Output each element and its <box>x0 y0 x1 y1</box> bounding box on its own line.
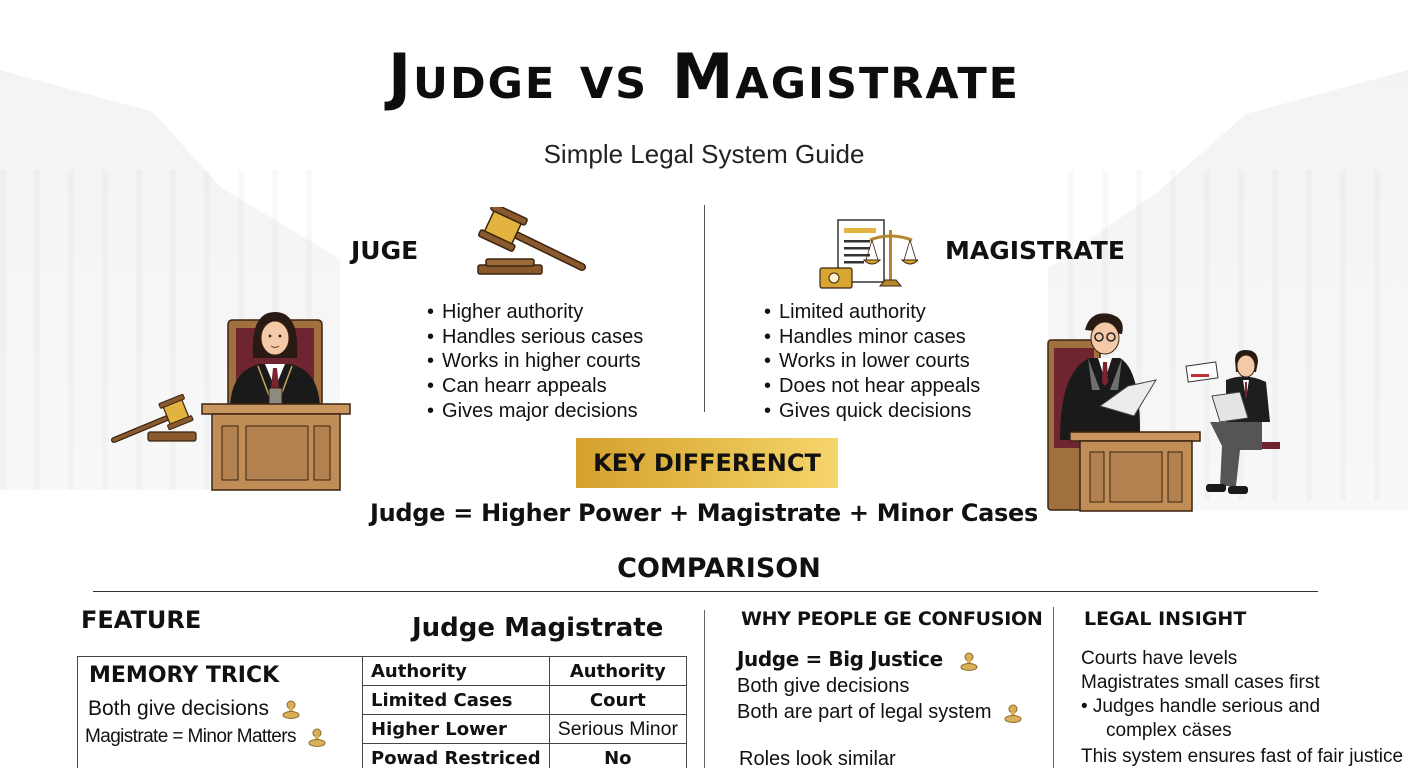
table-cell: Court <box>548 685 687 715</box>
judge-illustration <box>110 308 355 493</box>
legal-insight-line: • Judges handle serious and <box>1081 696 1321 717</box>
page-subtitle: Simple Legal System Guide <box>543 139 865 169</box>
stamp-icon <box>1003 703 1023 723</box>
table-title: Judge Magistrate <box>412 613 664 643</box>
document-scales-icon <box>818 218 918 290</box>
why-confusion-line: Both are part of legal system <box>737 701 1023 724</box>
judge-bullet: Handles serious cases <box>427 325 643 350</box>
table-cell: No <box>548 743 687 768</box>
gavel-icon <box>474 207 586 277</box>
legal-insight-line: This system ensures fast of fair justice <box>1081 746 1404 767</box>
judge-bullet-list: Higher authority Handles serious cases W… <box>427 300 643 424</box>
magistrate-bullet: Limited authority <box>764 300 980 325</box>
memory-trick-line: Both give decisions <box>88 697 301 721</box>
stamp-icon <box>307 727 327 747</box>
page-title: Judge vs Magistrate <box>387 40 1021 113</box>
comparison-table: Authority Authority Limited Cases Court … <box>362 656 687 768</box>
legal-insight-line: complex cäses <box>1106 720 1232 741</box>
table-row: Limited Cases Court <box>362 685 687 715</box>
why-confusion-line: Judge = Big Justice <box>737 647 979 671</box>
small-gavel-icon <box>111 393 197 443</box>
comparison-heading: COMPARISON <box>617 553 821 584</box>
legal-insight-title: LEGAL INSIGHT <box>1084 608 1247 630</box>
table-cell: Serious Minor <box>548 714 687 744</box>
magistrate-bullet: Handles minor cases <box>764 325 980 350</box>
judge-bullet: Works in higher courts <box>427 349 643 374</box>
why-confusion-line: Both give decisions <box>737 675 910 697</box>
table-cell: Authority <box>362 656 550 686</box>
why-confusion-line: Roles look similar <box>739 748 896 768</box>
center-divider <box>704 205 705 412</box>
judge-bullet: Higher authority <box>427 300 643 325</box>
magistrate-bullet-list: Limited authority Handles minor cases Wo… <box>764 300 980 424</box>
memory-trick-box <box>77 656 363 768</box>
table-cell: Authority <box>548 656 687 686</box>
legal-insight-line: Magistrates small cases first <box>1081 672 1320 693</box>
table-cell: Powad Restriced <box>362 743 550 768</box>
table-row: Higher Lower Serious Minor <box>362 714 687 744</box>
stamp-icon <box>281 699 301 720</box>
table-cell: Higher Lower <box>362 714 550 744</box>
why-confusion-title: WHY PEOPLE GE CONFUSION <box>741 608 1043 630</box>
key-difference-badge: KEY DIFFERENCT <box>576 438 838 488</box>
legal-insight-line: Courts have levels <box>1081 648 1238 669</box>
key-difference-formula: Judge = Higher Power + Magistrate + Mino… <box>370 499 1038 527</box>
table-row: Authority Authority <box>362 656 687 686</box>
stamp-icon <box>959 651 979 671</box>
feature-label: FEATURE <box>81 606 202 634</box>
judge-bullet: Gives major decisions <box>427 399 643 424</box>
magistrate-bullet: Gives quick decisions <box>764 399 980 424</box>
judge-bullet: Can hearr appeals <box>427 374 643 399</box>
magistrate-bullet: Does not hear appeals <box>764 374 980 399</box>
magistrate-illustration <box>1040 310 1280 515</box>
section-divider <box>1053 607 1054 768</box>
comparison-divider <box>93 591 1318 592</box>
key-difference-label: KEY DIFFERENCT <box>593 449 821 477</box>
judge-heading: JUGE <box>351 236 419 265</box>
magistrate-heading: MAGISTRATE <box>945 236 1125 265</box>
section-divider <box>704 610 705 768</box>
memory-trick-title: MEMORY TRICK <box>89 663 280 688</box>
magistrate-bullet: Works in lower courts <box>764 349 980 374</box>
table-cell: Limited Cases <box>362 685 550 715</box>
table-row: Powad Restriced No <box>362 743 687 768</box>
memory-trick-line: Magistrate = Minor Matters <box>85 726 327 748</box>
